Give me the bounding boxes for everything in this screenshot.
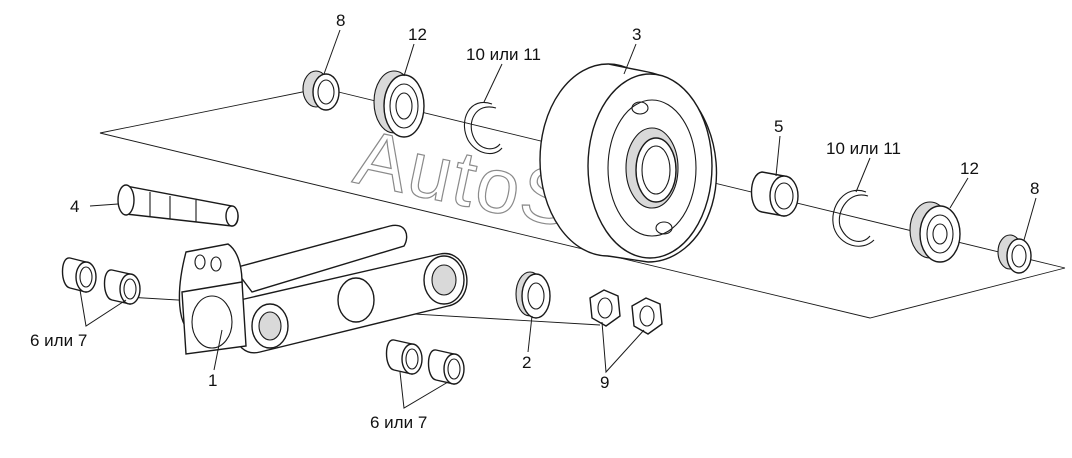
label-part-4: 4 [70, 197, 79, 216]
part-5-spacer [750, 171, 799, 217]
callout-labels: 8 12 10 или 11 3 5 10 или 11 12 8 4 6 ил… [30, 11, 1039, 432]
label-part-6-7-bottom: 6 или 7 [370, 413, 427, 432]
label-part-8-top: 8 [336, 11, 345, 30]
label-part-12-right: 12 [960, 159, 979, 178]
label-part-10-11-right: 10 или 11 [826, 139, 901, 158]
part-12-bearing-right [909, 201, 961, 263]
label-part-12-top: 12 [408, 25, 427, 44]
label-part-6-7-left: 6 или 7 [30, 331, 87, 350]
label-part-3: 3 [632, 25, 641, 44]
part-4-pin [117, 184, 239, 227]
label-part-10-11-top: 10 или 11 [466, 45, 541, 64]
part-10-11-ring-right [832, 189, 875, 247]
part-9-nuts [589, 289, 663, 335]
label-part-1: 1 [208, 371, 217, 390]
part-12-bearing-top [373, 70, 425, 138]
label-part-8-right: 8 [1030, 179, 1039, 198]
part-2-washer [515, 271, 551, 319]
label-part-2: 2 [522, 353, 531, 372]
part-6-7-bushings-bottom [385, 339, 465, 385]
part-6-7-bushings-left [61, 257, 141, 305]
part-1-tensioner-arm [178, 224, 468, 355]
label-part-5: 5 [774, 117, 783, 136]
part-10-11-ring-top [463, 101, 503, 155]
part-8-sleeve-top [302, 70, 340, 111]
part-3-pulley [539, 63, 718, 263]
leader-lines [79, 29, 1037, 409]
label-part-9: 9 [600, 373, 609, 392]
part-8-sleeve-right [997, 234, 1032, 274]
